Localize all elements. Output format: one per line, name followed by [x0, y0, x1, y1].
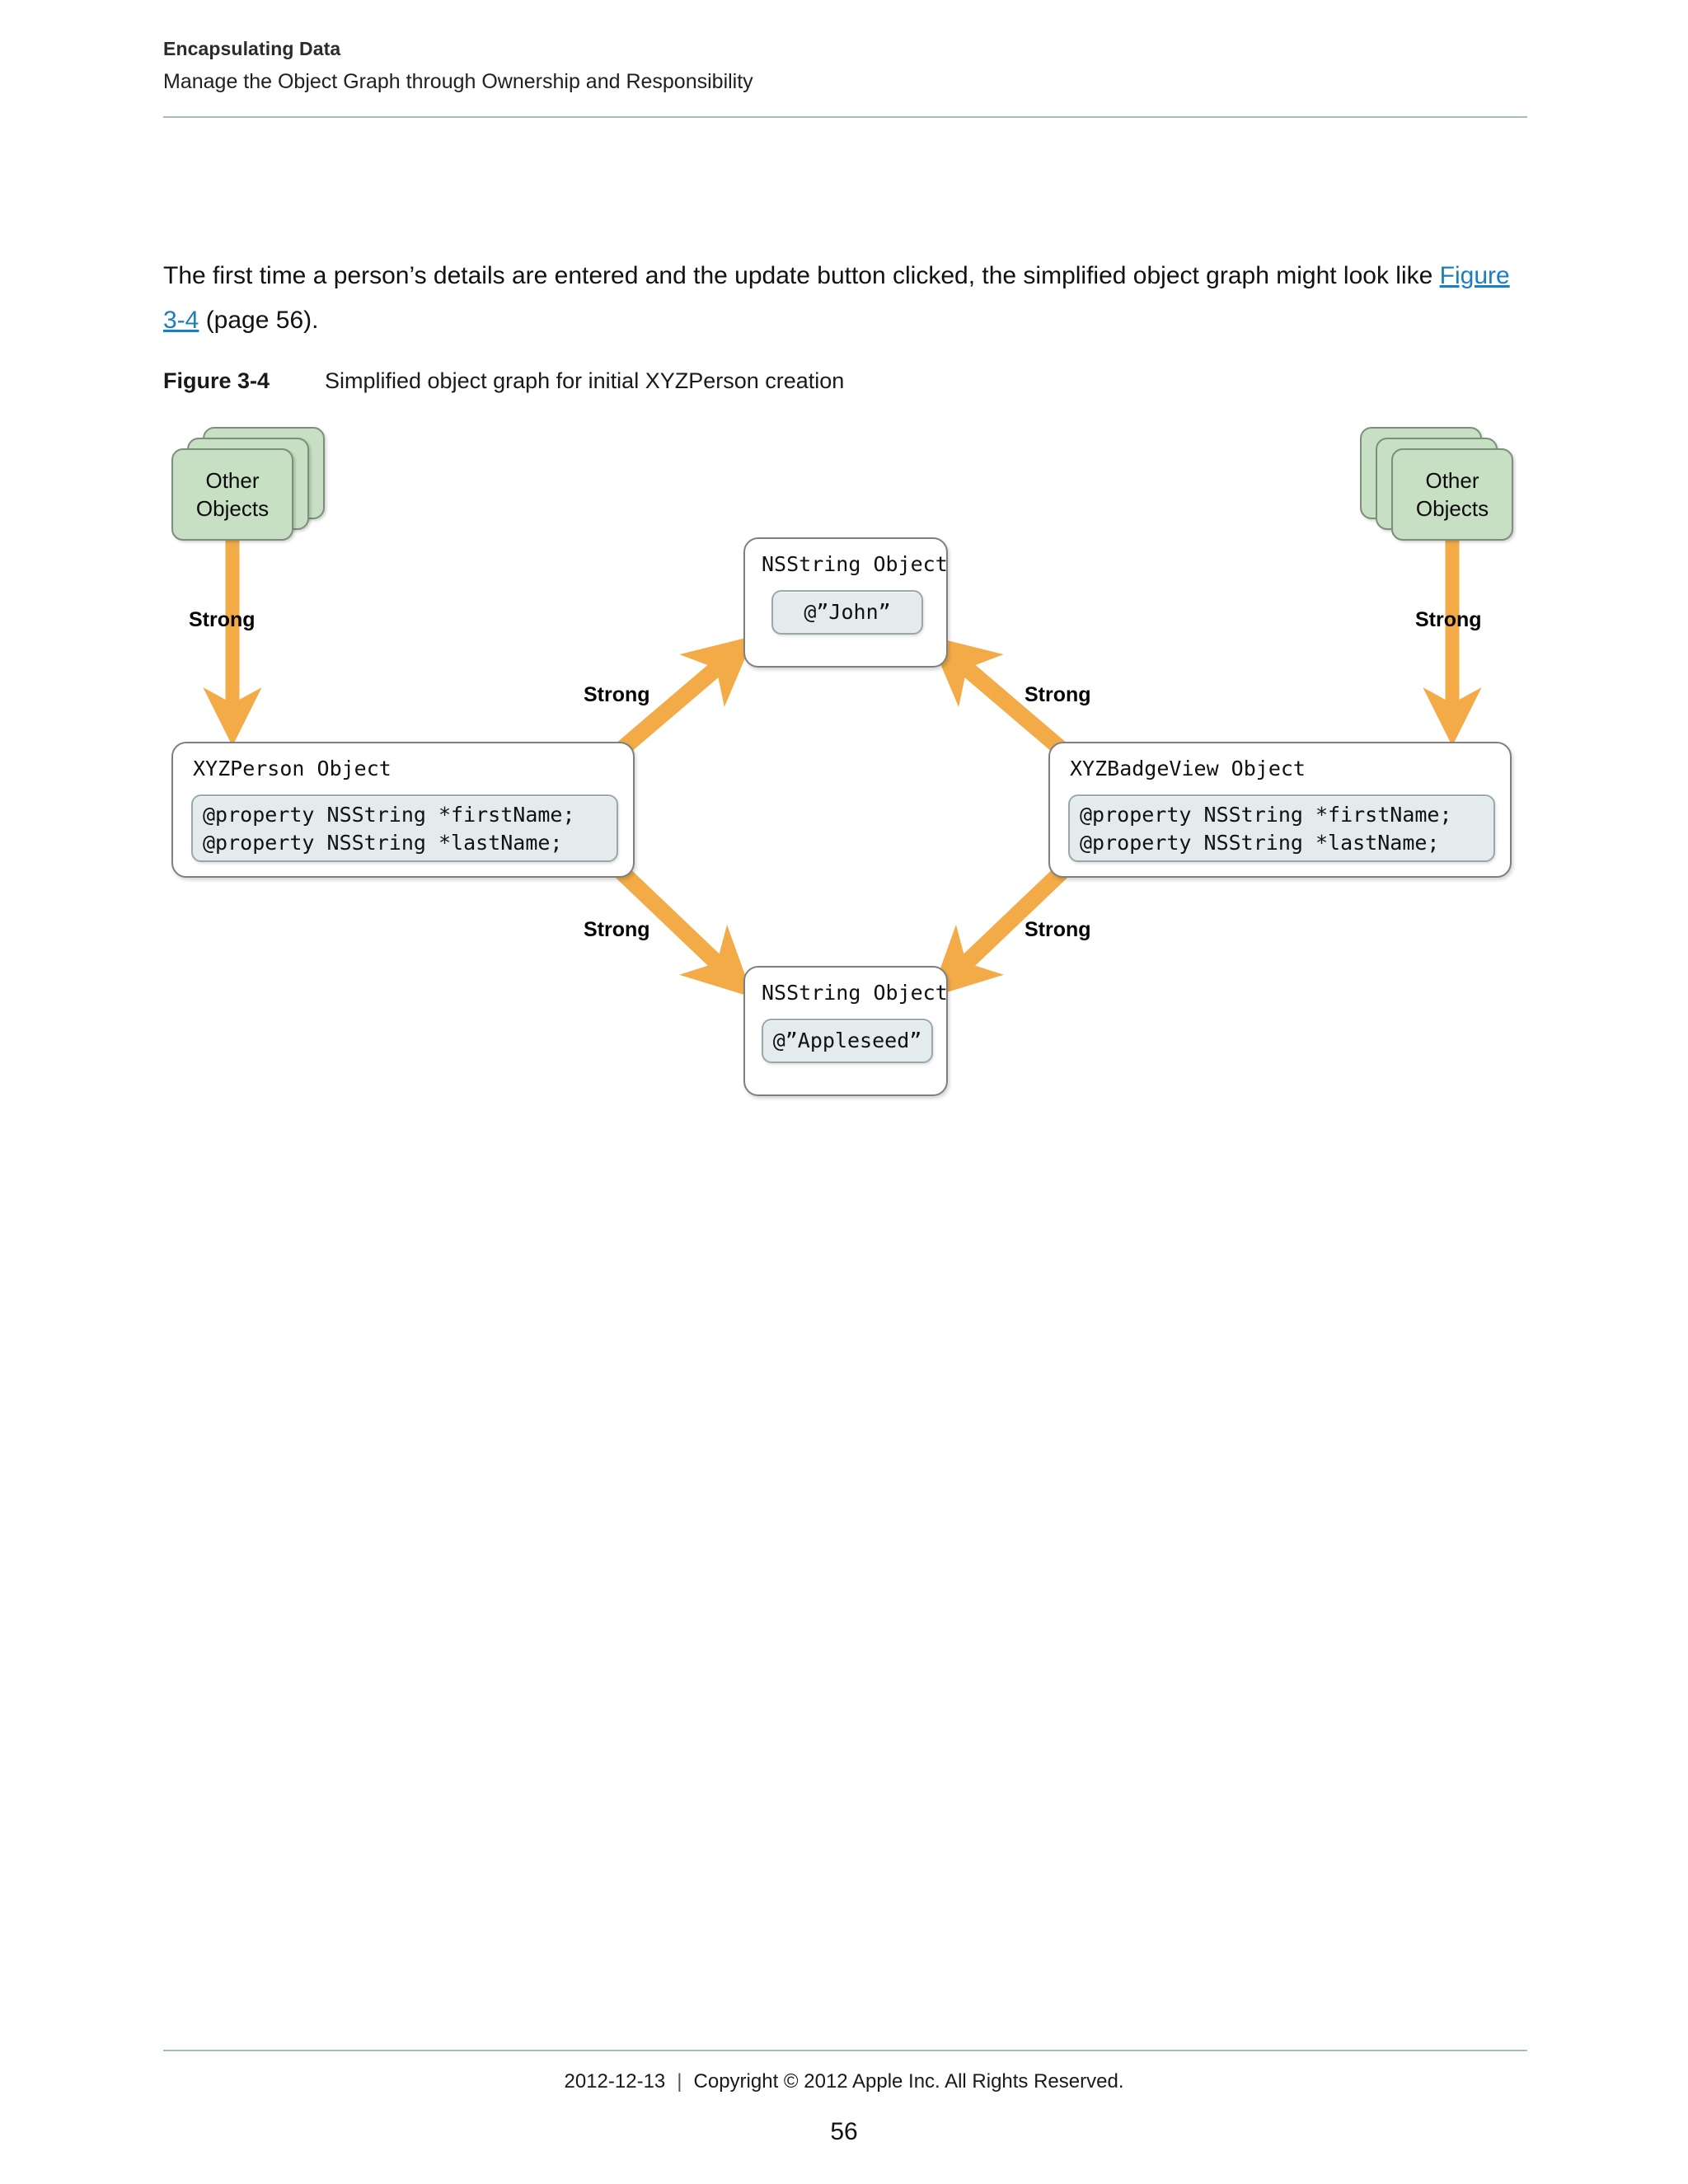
other-objects-label-line2: Objects — [1415, 496, 1489, 521]
figure-3-4-link[interactable]: Figure 3-4 — [163, 262, 1510, 334]
footer-divider — [163, 2050, 1527, 2051]
other-objects-stack-left: Other Objects — [171, 427, 336, 592]
other-objects-stack-right: Other Objects — [1360, 427, 1525, 592]
edge-label-strong-left-vertical: Strong — [189, 608, 256, 631]
other-objects-card-front: Other Objects — [1391, 448, 1513, 541]
page-number: 56 — [830, 2118, 858, 2145]
body-paragraph: The first time a person’s details are en… — [163, 254, 1536, 343]
edge-label-strong-person-to-appleseed: Strong — [584, 918, 650, 941]
running-head: Encapsulating Data Manage the Object Gra… — [163, 36, 1527, 96]
running-head-chapter: Encapsulating Data — [163, 38, 341, 59]
other-objects-card-front: Other Objects — [171, 448, 293, 541]
other-objects-label-line1: Other — [1425, 468, 1479, 493]
figure-title: Simplified object graph for initial XYZP… — [325, 368, 845, 393]
arrow-xyzbadgeview-to-nsstring-john — [928, 635, 1069, 757]
arrow-xyzperson-to-nsstring-appleseed — [614, 864, 753, 998]
other-objects-label-line2: Objects — [195, 496, 270, 521]
arrow-xyzbadgeview-to-nsstring-appleseed — [930, 864, 1069, 998]
running-head-section: Manage the Object Graph through Ownershi… — [163, 70, 753, 94]
paragraph-text-after-link: (page 56). — [199, 307, 319, 334]
footer-separator: | — [677, 2070, 682, 2093]
nsstring-john-title: NSString Object — [762, 552, 948, 576]
nsstring-john-value: @”John” — [771, 590, 923, 635]
node-xyzperson: XYZPerson Object @property NSString *fir… — [171, 742, 635, 878]
nsstring-appleseed-title: NSString Object — [762, 981, 948, 1005]
edge-label-strong-badge-to-john: Strong — [1025, 683, 1091, 706]
edge-label-strong-right-vertical: Strong — [1415, 608, 1482, 631]
nsstring-appleseed-value: @”Appleseed” — [762, 1019, 933, 1063]
footer-date: 2012-12-13 — [564, 2070, 666, 2093]
xyzbadgeview-properties: @property NSString *firstName; @property… — [1068, 794, 1495, 862]
edge-label-strong-badge-to-appleseed: Strong — [1025, 918, 1091, 941]
node-xyzbadgeview: XYZBadgeView Object @property NSString *… — [1048, 742, 1512, 878]
node-nsstring-appleseed: NSString Object @”Appleseed” — [743, 966, 948, 1096]
header-divider — [163, 116, 1527, 118]
figure-caption: Figure 3-4 Simplified object graph for in… — [163, 368, 844, 394]
footer-copyright: Copyright © 2012 Apple Inc. All Rights R… — [693, 2070, 1124, 2093]
xyzperson-title: XYZPerson Object — [193, 757, 392, 780]
footer: 2012-12-13 | Copyright © 2012 Apple Inc. A… — [0, 2070, 1688, 2093]
paragraph-text-before-link: The first time a person’s details are en… — [163, 262, 1440, 289]
xyzperson-properties: @property NSString *firstName; @property… — [191, 794, 618, 862]
xyzbadgeview-title: XYZBadgeView Object — [1070, 757, 1306, 780]
figure-number: Figure 3-4 — [163, 368, 270, 393]
arrow-xyzperson-to-nsstring-john — [614, 635, 755, 757]
node-nsstring-john: NSString Object @”John” — [743, 537, 948, 668]
edge-label-strong-person-to-john: Strong — [584, 683, 650, 706]
other-objects-label-line1: Other — [205, 468, 260, 493]
